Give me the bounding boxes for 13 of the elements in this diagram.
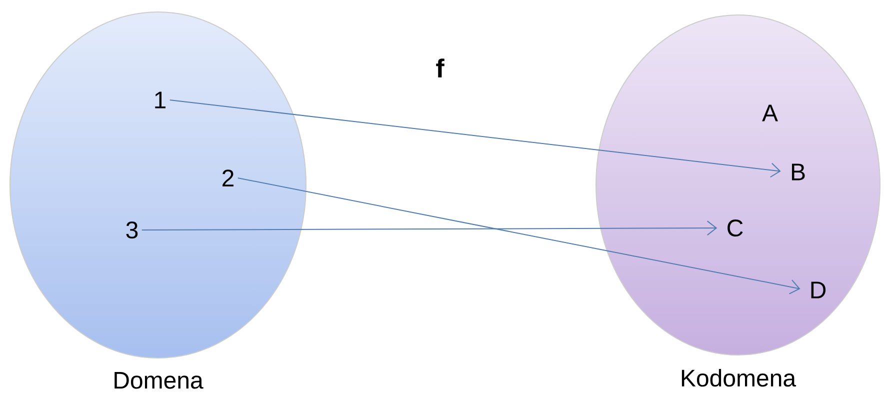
element-label: B <box>792 164 805 180</box>
element-label: A <box>762 104 778 122</box>
element-label: D <box>811 282 826 298</box>
node-label: Kodomena <box>682 369 796 387</box>
node-label: Domena <box>114 372 204 389</box>
element-label: 1 <box>155 92 166 108</box>
element-label: C <box>728 220 743 236</box>
element-label: 2 <box>222 170 234 186</box>
arrow <box>141 220 718 236</box>
function-label: f <box>436 58 444 78</box>
arrow <box>237 178 800 294</box>
element-label: 3 <box>126 222 138 238</box>
arrow <box>169 100 781 178</box>
